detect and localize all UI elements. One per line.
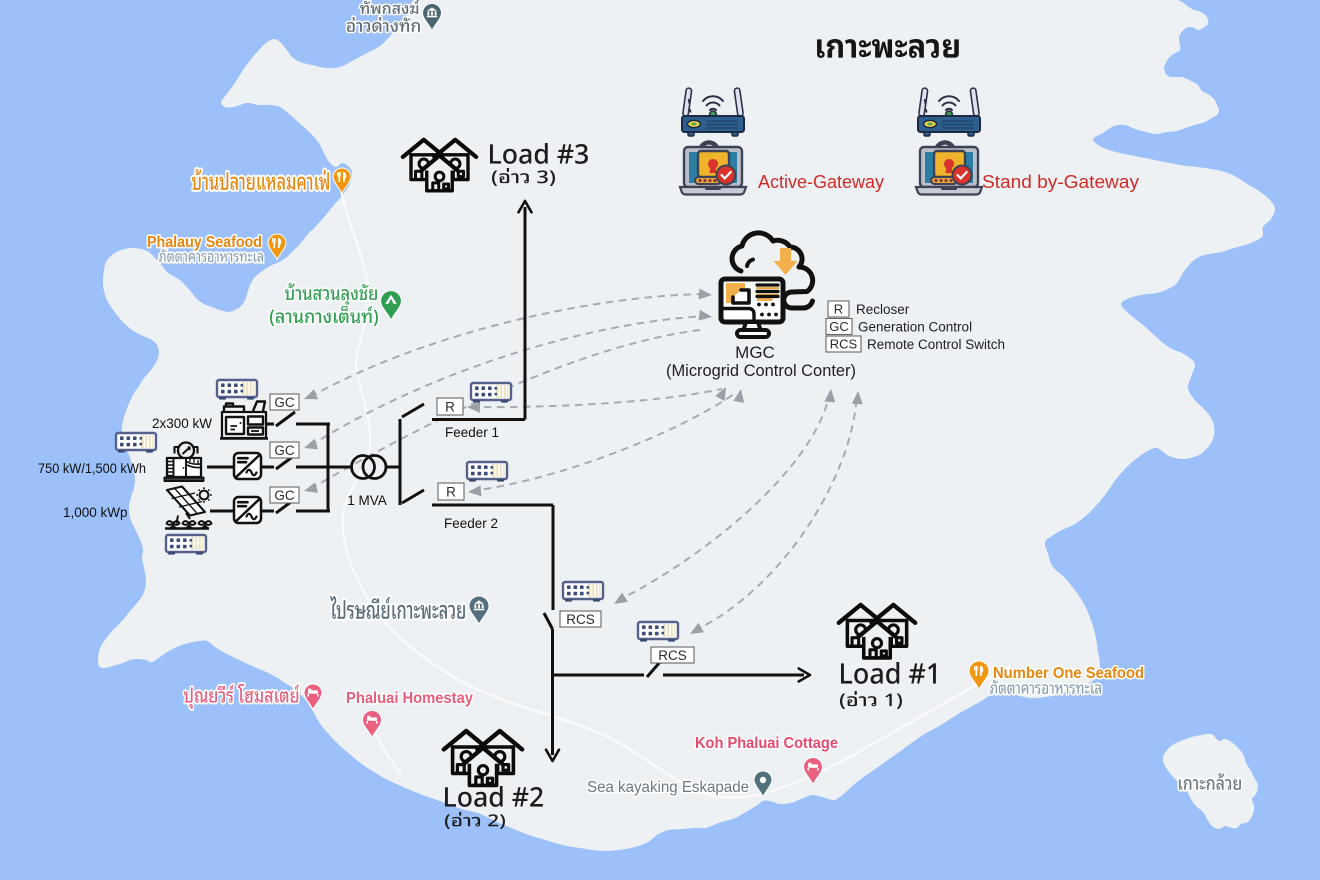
- svg-text:Phaluai Homestay: Phaluai Homestay: [346, 690, 473, 707]
- svg-text:Sea kayaking Eskapade: Sea kayaking Eskapade: [587, 779, 749, 796]
- svg-text:Koh Phaluai Cottage: Koh Phaluai Cottage: [695, 735, 838, 752]
- svg-text:1 MVA: 1 MVA: [347, 493, 387, 508]
- svg-text:GC: GC: [829, 319, 849, 334]
- svg-text:R: R: [445, 399, 455, 414]
- svg-text:GC: GC: [274, 488, 295, 503]
- svg-text:RCS: RCS: [658, 648, 687, 663]
- svg-text:Phalauy Seafood: Phalauy Seafood: [147, 234, 262, 251]
- svg-text:Remote Control Switch: Remote Control Switch: [867, 337, 1005, 352]
- svg-text:GC: GC: [274, 395, 295, 410]
- svg-text:MGC: MGC: [735, 343, 775, 362]
- svg-text:Number One Seafood: Number One Seafood: [993, 665, 1144, 682]
- svg-text:RCS: RCS: [566, 612, 595, 627]
- svg-text:RCS: RCS: [830, 337, 858, 352]
- svg-text:Active-Gateway: Active-Gateway: [758, 172, 884, 192]
- svg-text:(Microgrid Control Conter): (Microgrid Control Conter): [666, 362, 856, 380]
- svg-text:R: R: [446, 484, 456, 499]
- svg-text:Stand by-Gateway: Stand by-Gateway: [982, 172, 1139, 192]
- svg-text:750 kW/1,500 kWh: 750 kW/1,500 kWh: [38, 461, 146, 476]
- svg-text:Feeder 2: Feeder 2: [444, 516, 498, 531]
- svg-text:R: R: [834, 302, 843, 317]
- svg-text:Feeder 1: Feeder 1: [445, 425, 499, 440]
- svg-text:Generation Control: Generation Control: [858, 320, 972, 335]
- svg-text:Recloser: Recloser: [856, 302, 910, 317]
- svg-text:1,000 kWp: 1,000 kWp: [63, 505, 128, 520]
- svg-text:GC: GC: [274, 443, 295, 458]
- svg-text:2x300 kW: 2x300 kW: [152, 416, 212, 431]
